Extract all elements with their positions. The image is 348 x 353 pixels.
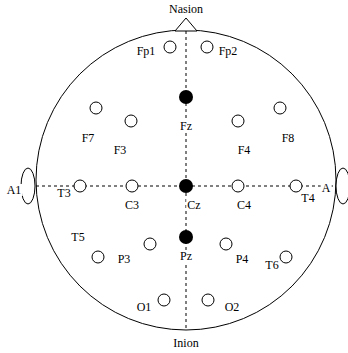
electrode-label: T6 <box>264 259 279 271</box>
electrode-label: Cz <box>186 199 201 211</box>
electrode-label: T4 <box>300 192 315 204</box>
electrode-label: O1 <box>136 301 153 313</box>
electrode-label: T3 <box>56 187 71 199</box>
left-ear <box>21 168 35 204</box>
electrode-label: Fp2 <box>218 45 239 57</box>
landmark-label: Inion <box>172 337 199 349</box>
electrode-label: P4 <box>235 253 250 265</box>
electrode-label: Fz <box>179 120 193 132</box>
electrode-label: C3 <box>124 199 140 211</box>
landmark-label: Nasion <box>168 3 204 15</box>
electrode-label: F3 <box>113 144 128 156</box>
ear-label: A <box>321 182 332 194</box>
nose-marker <box>175 18 197 31</box>
electrode-label: O2 <box>224 301 241 313</box>
electrode-label: P3 <box>117 253 132 265</box>
electrode-label: F7 <box>81 132 96 144</box>
electrode-label: Fp1 <box>136 45 157 57</box>
electrode-label: C4 <box>236 199 252 211</box>
head-outline <box>36 30 336 330</box>
electrode-label: F4 <box>237 144 252 156</box>
electrode-label: T5 <box>70 231 85 243</box>
reference-electrodes <box>179 90 193 244</box>
electrodes <box>74 41 302 306</box>
electrode-label: Pz <box>179 250 193 262</box>
right-ear <box>336 168 348 204</box>
ear-label: A1 <box>6 184 23 196</box>
electrode-label: F8 <box>281 132 296 144</box>
